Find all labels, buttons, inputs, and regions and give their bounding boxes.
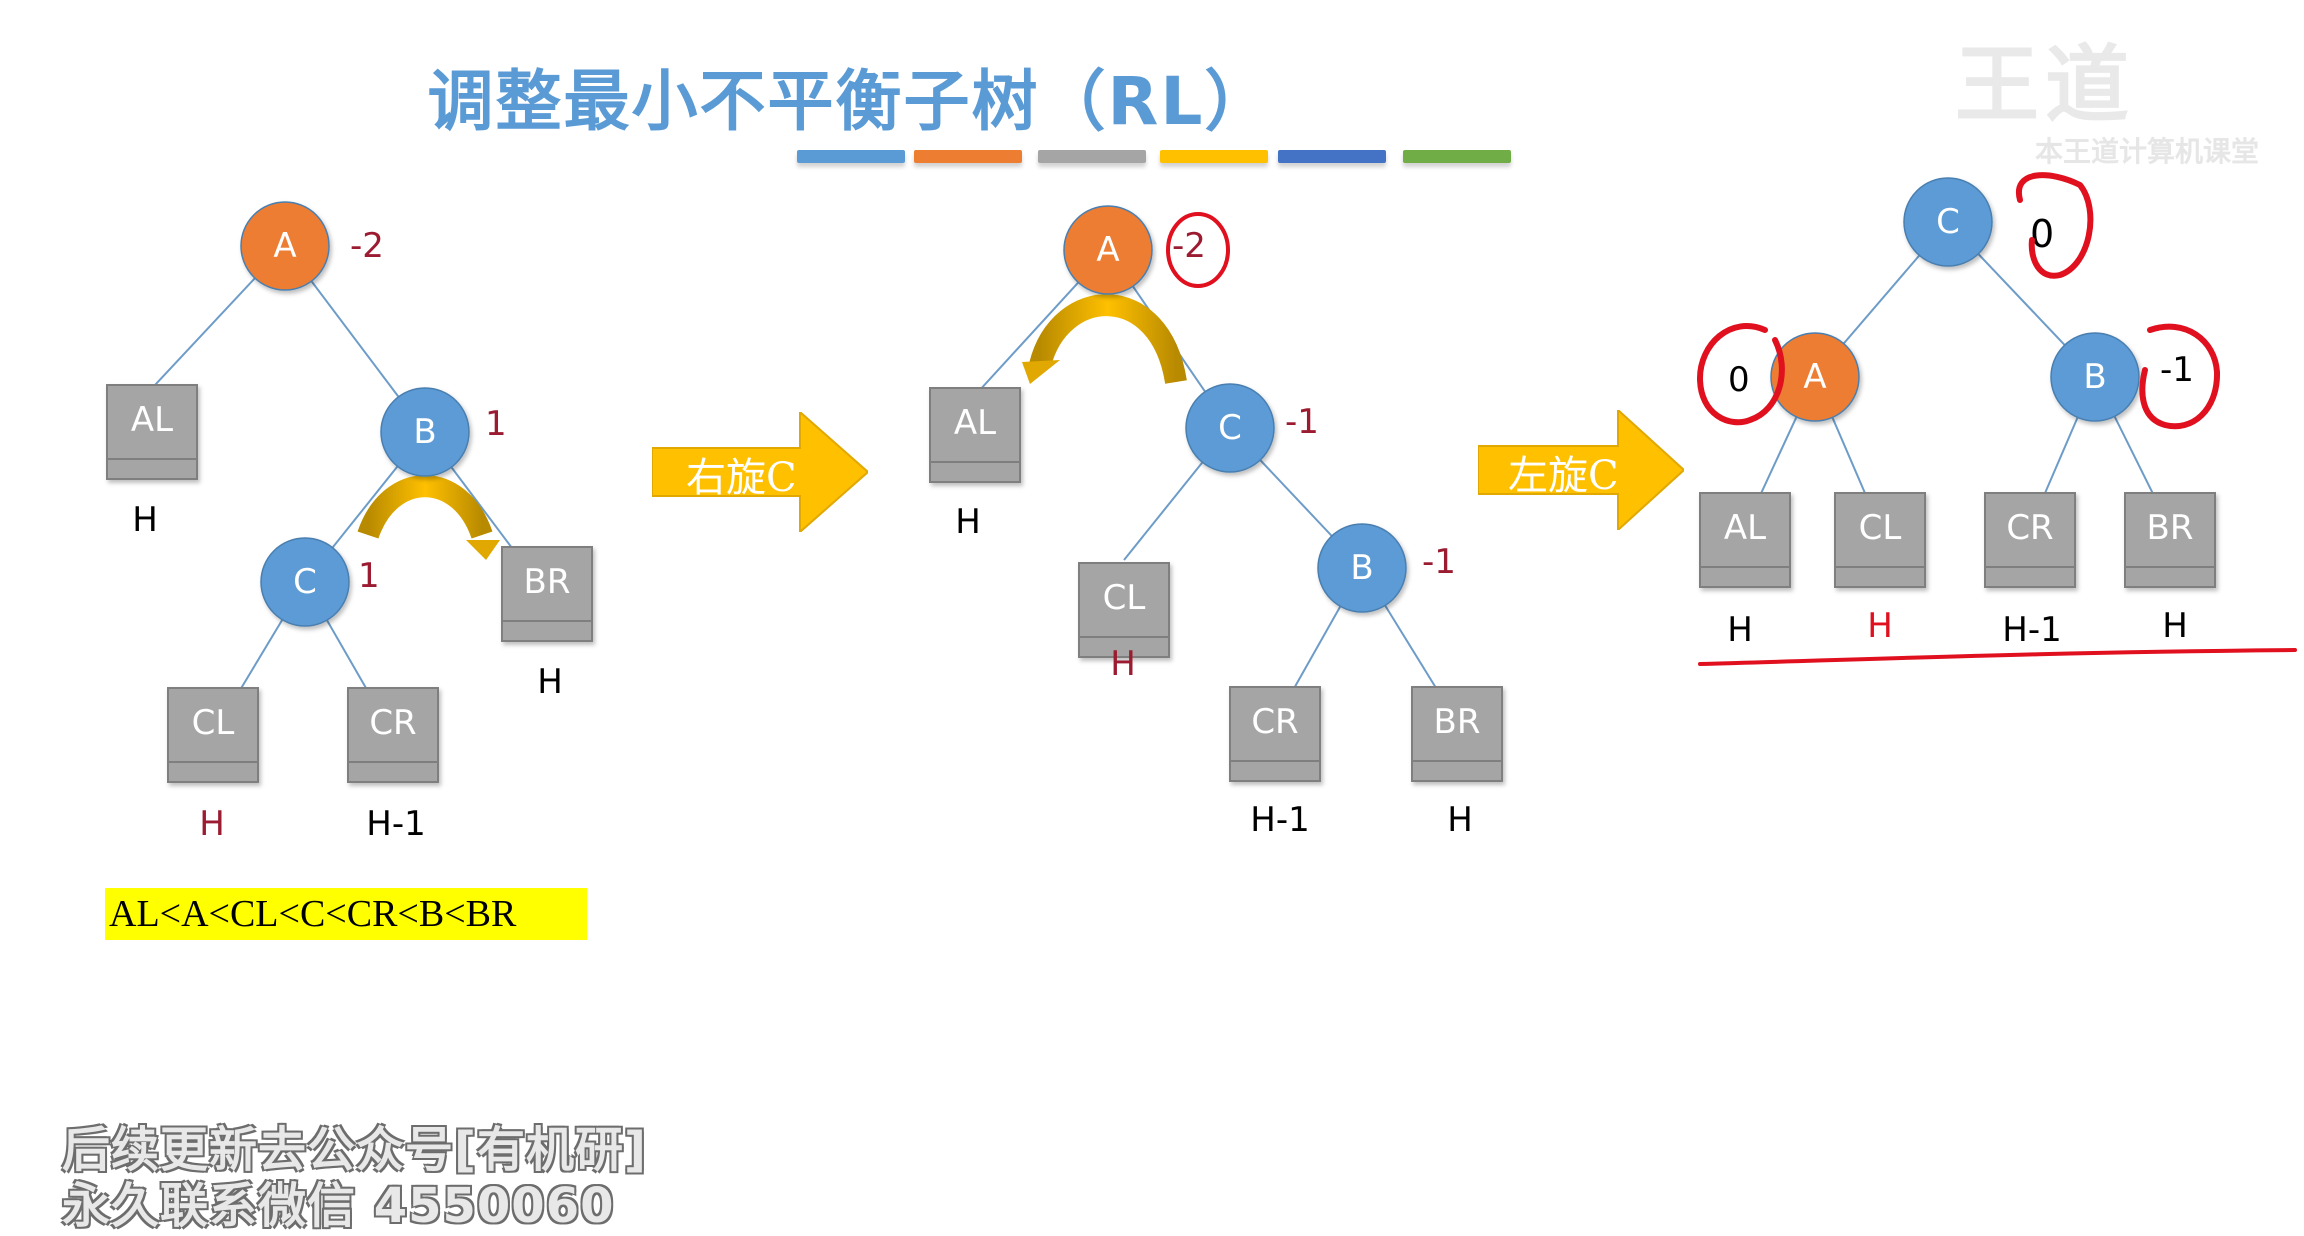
- d1-height-al: H: [132, 500, 158, 540]
- d3-height-cr: H-1: [2002, 610, 2061, 650]
- d3-subtree-cr: [1984, 492, 2076, 588]
- d2-subtree-br-label: BR: [1434, 702, 1481, 742]
- d2-rotation-curve: [1029, 294, 1187, 385]
- rotate-left-arrow: 左旋C: [1477, 407, 1686, 533]
- d1-subtree-al: [106, 384, 198, 480]
- d2-subtree-al-label: AL: [954, 403, 996, 443]
- color-bar-2: [914, 150, 1022, 163]
- d1-subtree-cr: [347, 687, 439, 783]
- d2-factor-c: -1: [1285, 402, 1319, 442]
- d2-node-c-label: C: [1218, 408, 1242, 448]
- d1-node-b: [380, 387, 470, 477]
- d1-rotation-curve: [357, 475, 493, 540]
- d3-factor-a: 0: [1728, 360, 1750, 400]
- color-bar-6: [1403, 150, 1511, 163]
- d2-rotation-arrowhead: [1022, 360, 1060, 384]
- d3-node-b-label: B: [2083, 357, 2106, 397]
- d1-factor-c: 1: [358, 556, 380, 596]
- d3-node-a-label: A: [1803, 357, 1826, 397]
- d3-node-b: [2050, 332, 2140, 422]
- d3-subtree-br: [2124, 492, 2216, 588]
- d3-subtree-cr-label: CR: [2006, 508, 2053, 548]
- d1-subtree-cr-label: CR: [369, 703, 416, 743]
- d3-node-c-label: C: [1936, 202, 1960, 242]
- d2-height-br: H: [1447, 800, 1473, 840]
- rotate-left-label: 左旋C: [1508, 453, 1619, 499]
- watermark-tagline: 本王道计算机课堂: [2035, 135, 2260, 168]
- slide-title: 调整最小不平衡子树（RL）: [427, 63, 1273, 140]
- d2-height-al: H: [955, 502, 981, 542]
- d3-ink-circle-a: [1696, 323, 1785, 426]
- d1-height-br: H: [537, 662, 563, 702]
- rotate-left-arrow-shape: [1477, 407, 1686, 533]
- d1-subtree-cl-label: CL: [192, 703, 235, 743]
- d2-subtree-br: [1411, 686, 1503, 782]
- d1-subtree-al-label: AL: [131, 400, 173, 440]
- d3-subtree-cl: [1834, 492, 1926, 588]
- d3-ink-circle-b: [2139, 323, 2221, 430]
- d1-node-a-label: A: [273, 226, 296, 266]
- d1-factor-a: -2: [350, 226, 384, 266]
- d2-subtree-cr-label: CR: [1251, 702, 1298, 742]
- watermark-logo: 王道: [1955, 36, 2136, 134]
- d1-node-b-label: B: [413, 412, 436, 452]
- d2-factor-a: -2: [1172, 226, 1206, 266]
- d3-ink-circle-c: [2015, 172, 2094, 279]
- color-bar-3: [1038, 150, 1146, 163]
- d3-subtree-cl-label: CL: [1859, 508, 1902, 548]
- d1-rotation-arrowhead: [466, 540, 500, 560]
- d3-subtree-al: [1699, 492, 1791, 588]
- d3-height-cl: H: [1867, 606, 1893, 646]
- d2-subtree-cl: [1078, 562, 1170, 658]
- color-bar-1: [797, 150, 905, 163]
- d3-ink-underline: [1698, 648, 2297, 666]
- key-order-text: AL<A<CL<C<CR<B<BR: [105, 888, 587, 940]
- d3-height-al: H: [1727, 610, 1753, 650]
- watermark-line-2: 永久联系微信 4550060: [62, 1178, 615, 1234]
- d3-node-a: [1770, 332, 1860, 422]
- d2-node-a: [1063, 205, 1153, 295]
- watermark-line-1: 后续更新去公众号[有机研]: [62, 1122, 647, 1178]
- d3-height-br: H: [2162, 606, 2188, 646]
- d3-node-c: [1903, 177, 1993, 267]
- d1-height-cr: H-1: [366, 804, 425, 844]
- d1-node-c-label: C: [293, 562, 317, 602]
- d2-ink-circle-a: [1166, 212, 1230, 288]
- d2-subtree-cl-label: CL: [1103, 578, 1146, 618]
- d2-node-b-label: B: [1350, 548, 1373, 588]
- d1-height-cl: H: [199, 804, 225, 844]
- d3-factor-b: -1: [2160, 350, 2194, 390]
- d1-node-c: [260, 537, 350, 627]
- rotate-right-label: 右旋C: [686, 455, 797, 501]
- d2-height-cr: H-1: [1250, 800, 1309, 840]
- d3-subtree-al-label: AL: [1724, 508, 1766, 548]
- color-bar-4: [1160, 150, 1268, 163]
- d2-node-a-label: A: [1096, 230, 1119, 270]
- d2-node-b: [1317, 523, 1407, 613]
- d2-subtree-cr: [1229, 686, 1321, 782]
- d1-subtree-br: [501, 546, 593, 642]
- d2-factor-b: -1: [1422, 542, 1456, 582]
- d2-height-cl: H: [1110, 644, 1136, 684]
- color-bar-5: [1278, 150, 1386, 163]
- d2-node-c: [1185, 383, 1275, 473]
- d1-subtree-br-label: BR: [524, 562, 571, 602]
- rotate-right-arrow: 右旋C: [651, 409, 870, 535]
- d3-subtree-br-label: BR: [2147, 508, 2194, 548]
- d1-subtree-cl: [167, 687, 259, 783]
- d2-subtree-al: [929, 387, 1021, 483]
- d1-node-a: [240, 201, 330, 291]
- d1-factor-b: 1: [485, 404, 507, 444]
- rotate-right-arrow-shape: [651, 409, 870, 535]
